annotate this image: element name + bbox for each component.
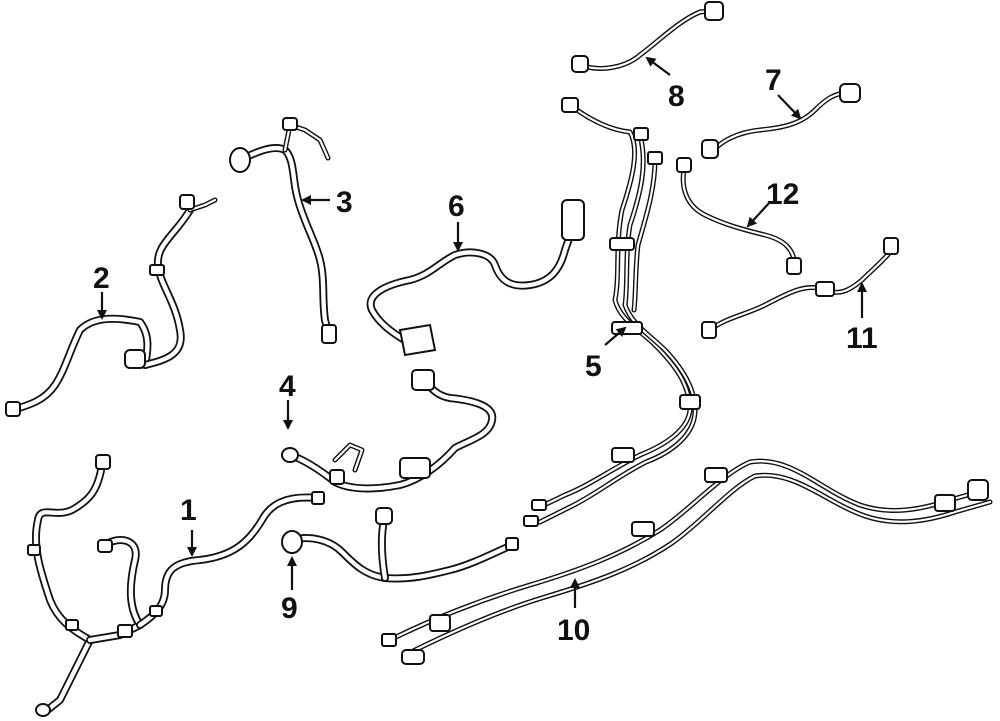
part-6-hose (366, 199, 585, 357)
part-2-hose (5, 194, 218, 417)
callout-11: 11 (846, 322, 878, 355)
leader-5 (604, 326, 627, 346)
leader-7 (777, 94, 802, 120)
part-8-hose (571, 1, 724, 73)
part-9-hose (281, 507, 519, 583)
part-7-hose (701, 83, 861, 159)
callout-5: 5 (585, 350, 602, 383)
callout-3: 3 (336, 186, 353, 219)
part-4-hose (281, 369, 497, 493)
callout-9: 9 (281, 592, 298, 625)
part-12-hose (676, 157, 802, 275)
leader-12 (746, 201, 771, 228)
leader-8 (645, 56, 671, 76)
part-11-hose (701, 237, 899, 339)
part-10-hose-bundle (381, 458, 993, 665)
callout-6: 6 (448, 190, 465, 223)
callout-7: 7 (765, 64, 782, 97)
part-3-hose (229, 117, 337, 344)
callout-8: 8 (668, 80, 685, 113)
callout-4: 4 (279, 370, 296, 403)
callout-leaders (97, 56, 867, 608)
callout-labels: 1 2 3 4 5 6 7 8 9 10 11 12 (93, 64, 878, 647)
callout-1: 1 (180, 494, 197, 527)
callout-10: 10 (557, 614, 590, 647)
callout-12: 12 (766, 178, 799, 211)
part-5-hose-bundle (523, 97, 701, 527)
callout-2: 2 (93, 262, 110, 295)
part-1-hose-assembly (27, 454, 325, 717)
